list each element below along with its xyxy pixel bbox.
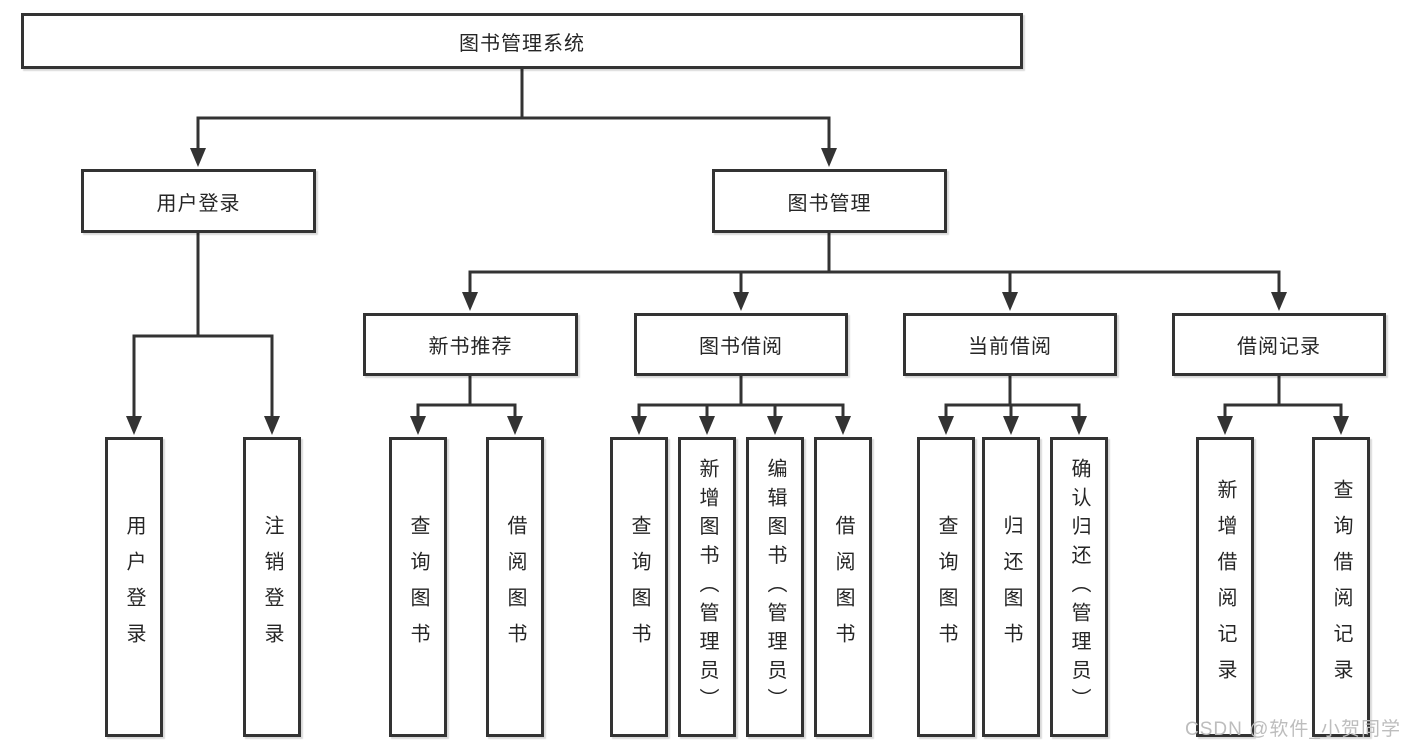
leaf-label: 借阅图书 [832,515,854,659]
leaf-nbr-query-books: 查询图书 [389,437,447,737]
node-label: 图书借阅 [699,336,783,358]
arrowhead-icon [410,416,426,435]
leaf-label: 用户登录 [123,515,145,659]
node-current-borrow: 当前借阅 [903,313,1117,376]
arrowhead-icon [699,416,715,435]
leaf-user-login: 用户登录 [105,437,163,737]
leaf-label: 归还图书 [1000,515,1022,659]
leaf-bb-query-books: 查询图书 [610,437,668,737]
leaf-label: 注销登录 [261,515,283,659]
arrowhead-icon [1071,416,1087,435]
node-new-book-recommend: 新书推荐 [363,313,578,376]
leaf-label: 查询图书 [628,515,650,659]
leaf-cb-return-books: 归还图书 [982,437,1040,737]
node-label: 借阅记录 [1237,336,1321,358]
leaf-label: 新增借阅记录 [1214,479,1236,695]
leaf-logout: 注销登录 [243,437,301,737]
arrowhead-icon [1271,292,1287,311]
node-label: 新书推荐 [428,336,513,358]
connector-skeleton [132,69,1343,426]
arrowhead-icon [462,292,478,311]
leaf-bb-edit-books-admin: 编辑图书（管理员） [746,437,804,737]
arrowhead-icon [835,416,851,435]
arrowhead-icon [190,148,206,167]
leaf-cb-confirm-return-admin: 确认归还（管理员） [1050,437,1108,737]
leaf-br-query-borrow-record: 查询借阅记录 [1312,437,1370,737]
arrowhead-icon [126,416,142,435]
arrowhead-icon [1217,416,1233,435]
leaf-label: 借阅图书 [504,515,526,659]
node-user-login: 用户登录 [81,169,316,233]
leaf-label: 查询图书 [407,515,429,659]
arrowhead-icon [1003,416,1019,435]
leaf-label: 编辑图书（管理员） [764,457,786,717]
node-book-borrow: 图书借阅 [634,313,848,376]
csdn-watermark: CSDN @软件_小贺同学 [1185,719,1401,740]
arrowhead-icon [938,416,954,435]
arrowhead-icon [1333,416,1349,435]
leaf-label: 查询图书 [935,515,957,659]
node-label: 图书管理系统 [459,32,585,55]
arrowhead-icon [733,292,749,311]
leaf-label: 查询借阅记录 [1330,479,1352,695]
leaf-cb-query-books: 查询图书 [917,437,975,737]
leaf-bb-add-books-admin: 新增图书（管理员） [678,437,736,737]
arrowhead-icon [264,416,280,435]
connector-arrowheads [126,148,1349,435]
arrowhead-icon [767,416,783,435]
leaf-bb-borrow-books: 借阅图书 [814,437,872,737]
node-borrow-records: 借阅记录 [1172,313,1386,376]
leaf-nbr-borrow-books: 借阅图书 [486,437,544,737]
node-book-management: 图书管理 [712,169,947,233]
arrowhead-icon [1002,292,1018,311]
leaf-br-add-borrow-record: 新增借阅记录 [1196,437,1254,737]
node-label: 当前借阅 [968,336,1052,358]
node-label: 用户登录 [156,192,241,215]
leaf-label: 确认归还（管理员） [1068,457,1090,717]
arrowhead-icon [507,416,523,435]
node-label: 图书管理 [787,192,872,215]
leaf-label: 新增图书（管理员） [696,457,718,717]
node-library-management-system: 图书管理系统 [21,13,1023,69]
arrowhead-icon [631,416,647,435]
arrowhead-icon [821,148,837,167]
